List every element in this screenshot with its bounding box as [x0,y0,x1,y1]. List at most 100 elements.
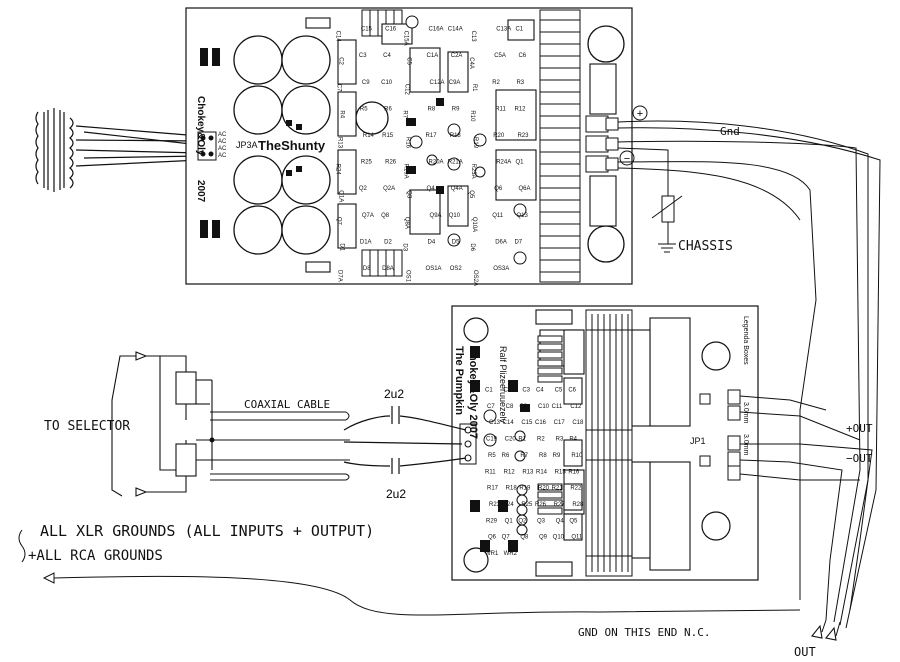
part-label: R1 [518,437,526,443]
part-label: OS3A [493,266,509,272]
pumpkin-mirror-note: Ralf Plizeeruuezelv [498,346,508,424]
part-label: C6 [568,387,576,393]
part-label: WR1 [485,551,499,557]
part-label: OS1A [426,266,442,272]
part-label: C10 [381,80,393,86]
part-label: D8 [363,266,371,272]
part-label: C16 [385,27,397,33]
ac-terminal-label: AC [218,153,227,159]
part-label: R23 [517,133,529,139]
shunty-big-capacitors [233,25,625,263]
part-label: R22 [570,486,582,492]
part-label: D2 [384,239,392,245]
to-selector-label: TO SELECTOR [44,419,130,434]
part-label: R4 [569,437,577,443]
gnd-label: Gnd [720,125,740,138]
pumpkin-heatsink [585,309,633,577]
part-label: R18 [506,486,518,492]
part-label: R1 [471,84,477,92]
pumpkin-input-terminals [459,423,477,465]
part-label: D7A [337,270,343,282]
part-label: R18 [450,133,462,139]
part-label: C15A [402,31,408,46]
part-label: Q4 [556,518,565,524]
part-label: R23A [470,164,476,179]
part-label: C5 [405,57,411,65]
part-label: R29 [486,518,498,524]
part-label: Q11 [571,535,583,541]
part-label: R24A [496,160,511,166]
shunty-output-terminals [585,115,619,173]
part-label: D4 [428,239,436,245]
part-label: Q7 [502,535,511,541]
xlr-grounds-line1: ALL XLR GROUNDS (ALL INPUTS + OUTPUT) [40,522,374,540]
plus-out-label: +OUT [846,422,873,435]
ac-terminal-label: AC [218,146,227,152]
part-label: R14 [536,469,548,475]
part-label: C1A [427,53,439,59]
part-label: R13 [522,469,534,475]
part-label: Q9A [430,213,442,219]
part-label: C5 [555,387,563,393]
part-label: Q10 [449,213,461,219]
pumpkin-out-pin-2: 3.0mm [742,434,749,456]
shunty-ac-terminals [197,131,217,161]
part-label: D3 [401,243,407,251]
chassis-ground [651,195,683,253]
part-label: R16 [568,469,580,475]
part-label: R6 [384,106,392,112]
part-label: C9 [519,404,527,410]
part-label: Q5 [468,190,474,199]
part-label: R17 [426,133,438,139]
part-label: OS2A [472,270,478,286]
part-label: R19A [402,164,408,179]
part-label: R2 [537,437,545,443]
shunty-output-wires [617,120,881,629]
part-label: Q9 [539,535,548,541]
part-label: R8 [428,106,436,112]
output-connectors [811,624,837,641]
part-label: R15 [555,469,567,475]
part-label: C12A [430,80,445,86]
part-label: R20 [538,486,550,492]
part-label: C5A [494,53,506,59]
part-label: R25 [521,502,533,508]
part-label: Q3 [537,518,546,524]
pumpkin-credit: Chokey&Oly 2007 [467,346,479,439]
pumpkin-output-terminals [699,389,741,481]
gnd-note-label: GND ON THIS END N.C. [578,626,710,639]
part-label: C14A [448,27,463,33]
part-label: C13 [470,31,476,43]
part-label: R27 [554,502,566,508]
part-label: OS2 [450,266,463,272]
part-label: R23 [489,502,501,508]
part-label: R10 [571,453,583,459]
part-label: C15 [361,27,373,33]
part-label: R28 [572,502,584,508]
chassis-label: CHASSIS [678,239,733,254]
part-label: C3 [359,53,367,59]
part-label: WR2 [504,551,518,557]
part-label: Q1A [338,190,344,202]
part-label: R8 [539,453,547,459]
part-label: C2 [504,387,512,393]
part-label: C20 [505,437,517,443]
part-label: C1 [515,27,523,33]
shunty-title: TheShunty [258,138,326,153]
out-label: OUT [794,645,816,659]
pumpkin-legend: Legenda Boxes [742,316,749,365]
part-label: D5 [452,239,460,245]
part-label: D6 [469,243,475,251]
part-label: Q1 [515,160,524,166]
part-label: R19 [519,486,531,492]
part-label: R6 [502,453,510,459]
part-label: R13 [337,137,343,149]
minus-marker: − [624,153,630,165]
part-label: R20 [493,133,505,139]
part-label: C11 [552,404,563,410]
part-label: R9 [553,453,561,459]
part-label: Q6 [488,535,497,541]
part-label: Q11 [492,213,504,219]
